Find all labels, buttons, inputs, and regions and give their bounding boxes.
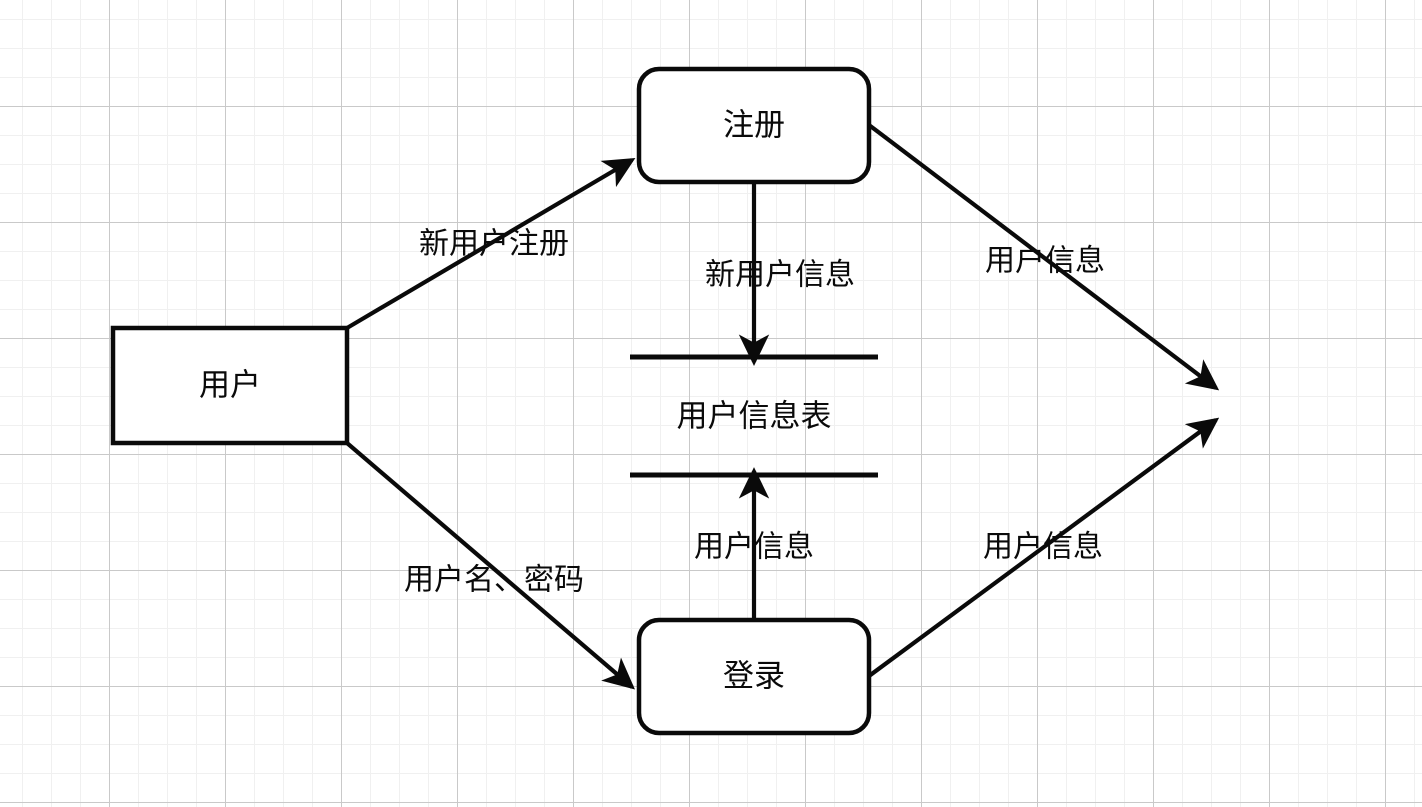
flow-label-new-user-registration: 新用户注册 [419, 227, 569, 262]
node-login-shape [636, 617, 872, 736]
node-register-shape [636, 66, 872, 185]
node-register-label: 注册 [723, 108, 785, 144]
flow-line-new-user-registration [345, 158, 636, 330]
node-login-label: 登录 [723, 659, 785, 695]
flow-line-register-user-info-out [867, 123, 1220, 391]
node-register[interactable]: 注册 [636, 66, 872, 185]
flow-label-login-user-info-out: 用户信息 [983, 530, 1103, 565]
node-user-shape [110, 325, 350, 446]
flow-label-login-read-user-info: 用户信息 [694, 530, 814, 565]
flow-label-register-user-info-out: 用户信息 [985, 244, 1105, 279]
node-user-info-table-label: 用户信息表 [677, 399, 832, 435]
flow-line-login-user-info-out [867, 417, 1220, 678]
node-user-info-table[interactable]: 用户信息表 [630, 354, 878, 478]
flow-line-username-password [345, 441, 635, 690]
node-user-label: 用户 [199, 368, 261, 404]
node-login[interactable]: 登录 [636, 617, 872, 736]
flow-label-username-password: 用户名、密码 [404, 563, 584, 598]
flow-label-new-user-info: 新用户信息 [705, 258, 855, 293]
node-user[interactable]: 用户 [110, 325, 350, 446]
